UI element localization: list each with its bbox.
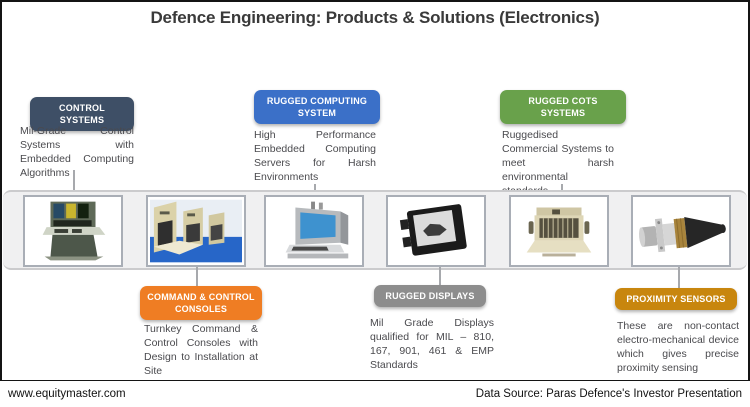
- rugged-computer-photo: [264, 195, 364, 267]
- product-photo-band: [3, 190, 747, 270]
- proximity-sensor-illustration: [638, 216, 726, 253]
- military-control-console-illustration: [42, 201, 106, 261]
- desc-control-systems: Mil-Grade Control Systems with Embedded …: [20, 125, 134, 179]
- desc-rugged-displays: Mil Grade Displays qualified for MIL – 8…: [370, 317, 494, 371]
- rugged-computer-illustration: [285, 201, 349, 259]
- rugged-display-photo: [386, 195, 486, 267]
- pill-rugged-cots-systems: RUGGED COTS SYSTEMS: [500, 90, 626, 125]
- footer-bar: www.equitymaster.com Data Source: Paras …: [0, 381, 750, 407]
- pill-rugged-displays: RUGGED DISPLAYS: [374, 285, 486, 308]
- page-title: Defence Engineering: Products & Solution…: [150, 8, 600, 27]
- connector-line: [439, 267, 441, 285]
- command-control-consoles-photo: [146, 195, 246, 267]
- desc-rugged-cots-systems: Ruggedised Commercial Systems to meet ha…: [502, 129, 614, 197]
- connector-line: [196, 267, 198, 286]
- pill-control-systems: CONTROL SYSTEMS: [30, 97, 134, 132]
- rugged-display-illustration: [399, 204, 467, 256]
- footer-data-source: Data Source: Paras Defence's Investor Pr…: [475, 388, 742, 400]
- military-control-console-photo: [23, 195, 123, 267]
- rugged-cots-chassis-illustration: [526, 207, 592, 257]
- pill-rugged-computing-system: RUGGED COMPUTING SYSTEM: [254, 90, 380, 125]
- desc-proximity-sensors: These are non-contact electro-mechanical…: [617, 320, 739, 374]
- footer-site-link[interactable]: www.equitymaster.com: [8, 388, 126, 400]
- infographic-frame: Defence Engineering: Products & Solution…: [0, 0, 750, 382]
- connector-line: [73, 170, 75, 195]
- desc-command-control-consoles: Turnkey Command & Control Consoles with …: [144, 323, 258, 377]
- command-control-consoles-illustration: [150, 199, 242, 263]
- connector-line: [561, 184, 563, 195]
- desc-rugged-computing-system: High Performance Embedded Computing Serv…: [254, 129, 376, 183]
- rugged-cots-chassis-photo: [509, 195, 609, 267]
- connector-line: [678, 267, 680, 288]
- pill-proximity-sensors: PROXIMITY SENSORS: [615, 288, 737, 311]
- pill-command-control-consoles: COMMAND & CONTROL CONSOLES: [140, 286, 262, 321]
- connector-line: [314, 184, 316, 195]
- proximity-sensor-photo: [631, 195, 731, 267]
